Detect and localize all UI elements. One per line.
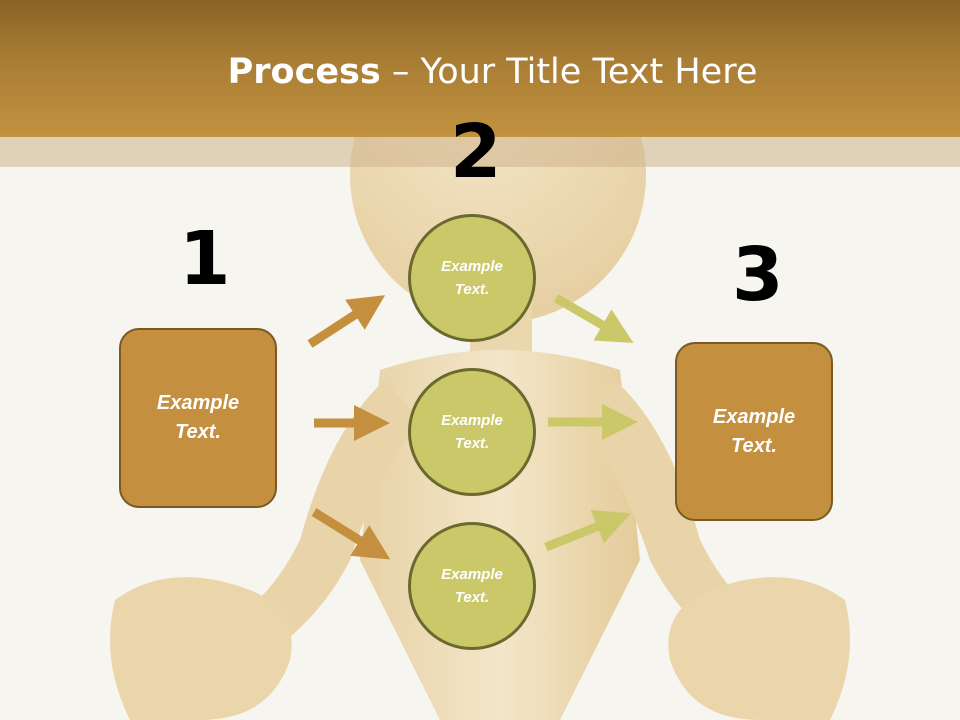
arrow-2c-to-3 xyxy=(544,509,631,552)
title-bar xyxy=(0,0,960,137)
arrow-1-to-2c xyxy=(311,508,391,560)
step-2-circle-middle: Example Text. xyxy=(408,368,536,496)
slide-title: Process – Your Title Text Here xyxy=(0,52,960,92)
step-1-box: Example Text. xyxy=(119,328,277,508)
arrow-1-to-2a xyxy=(307,295,386,348)
circle-text: Example Text. xyxy=(441,566,503,606)
step-number-3: 3 xyxy=(732,232,784,318)
title-bold: Process xyxy=(227,52,381,92)
step-number-2: 2 xyxy=(450,109,502,195)
step-number-1: 1 xyxy=(179,216,231,302)
step-1-text: Example Text. xyxy=(156,392,240,443)
title-accent-strip xyxy=(0,137,960,167)
step-2-circle-top: Example Text. xyxy=(408,214,536,342)
step-2-circle-bottom: Example Text. xyxy=(408,522,536,650)
step-3-text: Example Text. xyxy=(712,405,796,457)
circle-text: Example Text. xyxy=(441,258,503,298)
title-rest: – Your Title Text Here xyxy=(380,52,758,92)
circle-text: Example Text. xyxy=(441,412,503,452)
step-3-box: Example Text. xyxy=(675,342,833,521)
arrow-2a-to-3 xyxy=(553,294,634,344)
